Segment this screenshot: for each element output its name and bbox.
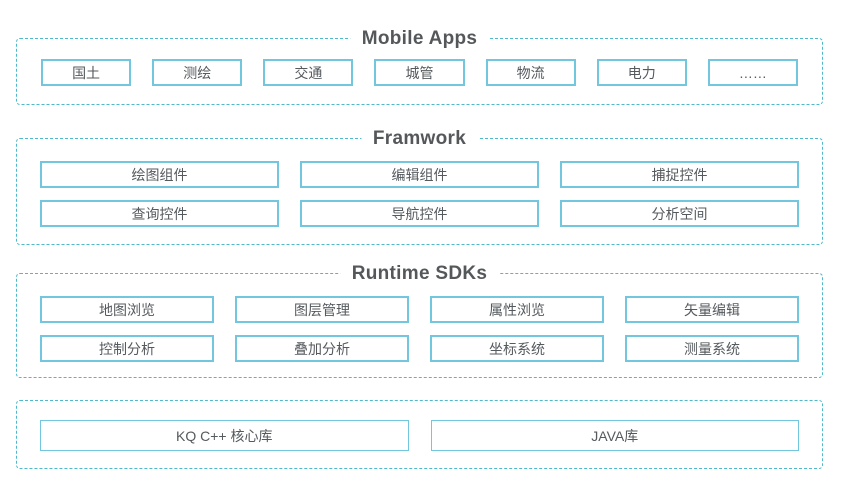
component-box-query: 查询控件 [40, 200, 279, 227]
component-box-attribute-browse: 属性浏览 [430, 296, 604, 323]
section-title-runtime-sdks: Runtime SDKs [339, 260, 500, 287]
section-core-libraries: KQ C++ 核心库 JAVA库 [16, 400, 823, 469]
section-runtime-sdks: Runtime SDKs 地图浏览 图层管理 属性浏览 矢量编辑 控制分析 叠加… [16, 260, 823, 378]
component-box-snapping: 捕捉控件 [560, 161, 799, 188]
component-box-kq-cpp-core-lib: KQ C++ 核心库 [40, 420, 409, 451]
component-box-overlay-analysis: 叠加分析 [235, 335, 409, 362]
component-box-drawing: 绘图组件 [40, 161, 279, 188]
component-box-editing: 编辑组件 [300, 161, 539, 188]
section-framework: Framwork 绘图组件 编辑组件 捕捉控件 查询控件 导航控件 分析空间 [16, 125, 823, 245]
framework-grid: 绘图组件 编辑组件 捕捉控件 查询控件 导航控件 分析空间 [40, 161, 799, 227]
component-box-cehui: 测绘 [152, 59, 243, 86]
component-box-map-browse: 地图浏览 [40, 296, 214, 323]
component-box-coordinate-system: 坐标系统 [430, 335, 604, 362]
component-box-chengguan: 城管 [374, 59, 465, 86]
component-box-ellipsis: …… [707, 59, 798, 86]
component-box-navigation: 导航控件 [300, 200, 539, 227]
section-title-mobile-apps: Mobile Apps [349, 25, 490, 52]
component-box-jiaotong: 交通 [263, 59, 354, 86]
component-box-control-analysis: 控制分析 [40, 335, 214, 362]
component-box-measure-system: 测量系统 [625, 335, 799, 362]
component-box-wuliu: 物流 [485, 59, 576, 86]
component-box-dianli: 电力 [596, 59, 687, 86]
component-box-java-lib: JAVA库 [430, 420, 799, 451]
mobile-apps-row: 国土 测绘 交通 城管 物流 电力 …… [41, 59, 798, 86]
section-mobile-apps: Mobile Apps 国土 测绘 交通 城管 物流 电力 …… [16, 25, 823, 105]
core-libraries-row: KQ C++ 核心库 JAVA库 [40, 420, 799, 451]
component-box-guotu: 国土 [41, 59, 132, 86]
component-box-vector-edit: 矢量编辑 [625, 296, 799, 323]
runtime-sdks-grid: 地图浏览 图层管理 属性浏览 矢量编辑 控制分析 叠加分析 坐标系统 测量系统 [40, 296, 799, 362]
component-box-layer-manage: 图层管理 [235, 296, 409, 323]
section-title-framework: Framwork [360, 125, 479, 152]
component-box-analysis-space: 分析空间 [560, 200, 799, 227]
